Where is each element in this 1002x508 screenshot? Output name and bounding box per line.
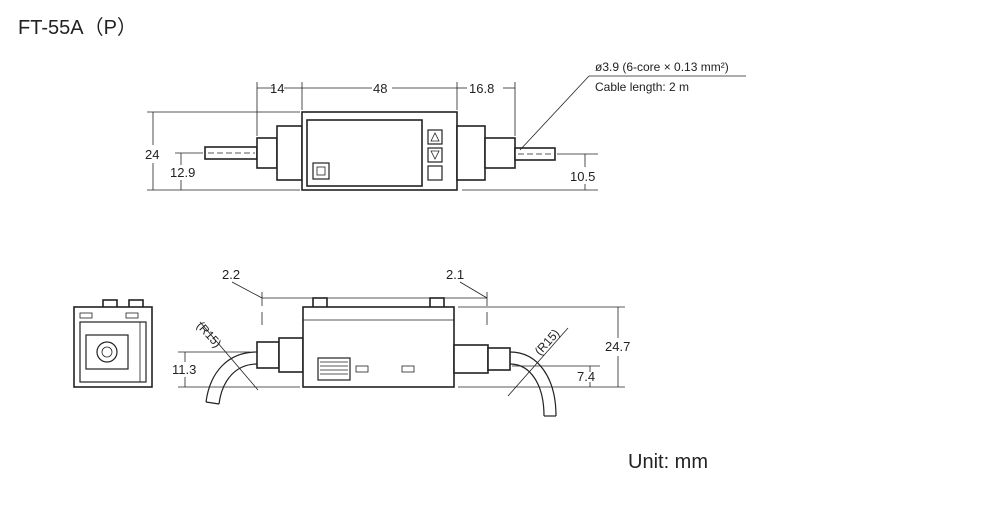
vent-grille — [317, 357, 351, 381]
right-cable — [514, 147, 556, 161]
right-connector — [456, 125, 486, 181]
left-connector — [256, 137, 278, 169]
setting-button — [312, 162, 330, 180]
left-side-connector — [256, 341, 280, 369]
cable-spec: ø3.9 (6-core × 0.13 mm²) — [595, 60, 729, 74]
top-dim-left: 14 — [270, 81, 284, 96]
cable-length: Cable length: 2 m — [595, 80, 689, 94]
display-window — [306, 119, 423, 187]
side-dim-left-gap: 2.2 — [222, 267, 240, 282]
top-dim-left-axis: 12.9 — [170, 165, 195, 180]
top-dim-right-axis: 10.5 — [570, 169, 595, 184]
mode-button — [427, 165, 443, 181]
end-view — [73, 299, 153, 388]
right-cable-arc — [509, 351, 557, 417]
right-side-connector — [453, 344, 489, 374]
left-cable-arc — [205, 351, 258, 403]
end-view-body — [73, 306, 153, 388]
side-dim-left-axis: 11.3 — [172, 362, 196, 377]
unit-label: Unit: mm — [628, 451, 708, 473]
top-dim-right: 16.8 — [469, 81, 494, 96]
side-view: 2.2 2.1 (R15) (R15) 11.3 24.7 7.4 — [172, 267, 630, 417]
down-button — [427, 147, 443, 163]
side-dim-right-gap: 2.1 — [446, 267, 464, 282]
up-button — [427, 129, 443, 145]
side-dim-right-axis: 7.4 — [577, 369, 595, 384]
drawing-title: FT-55A（P） — [18, 16, 137, 39]
top-dim-height: 24 — [145, 147, 159, 162]
top-dim-center: 48 — [373, 81, 387, 96]
side-radius-right: (R15) — [532, 326, 562, 358]
side-body — [302, 306, 455, 388]
side-dim-height: 24.7 — [605, 339, 630, 354]
top-view: 14 48 16.8 24 12.9 10.5 ø3.9 (6-core × 0… — [145, 60, 746, 191]
